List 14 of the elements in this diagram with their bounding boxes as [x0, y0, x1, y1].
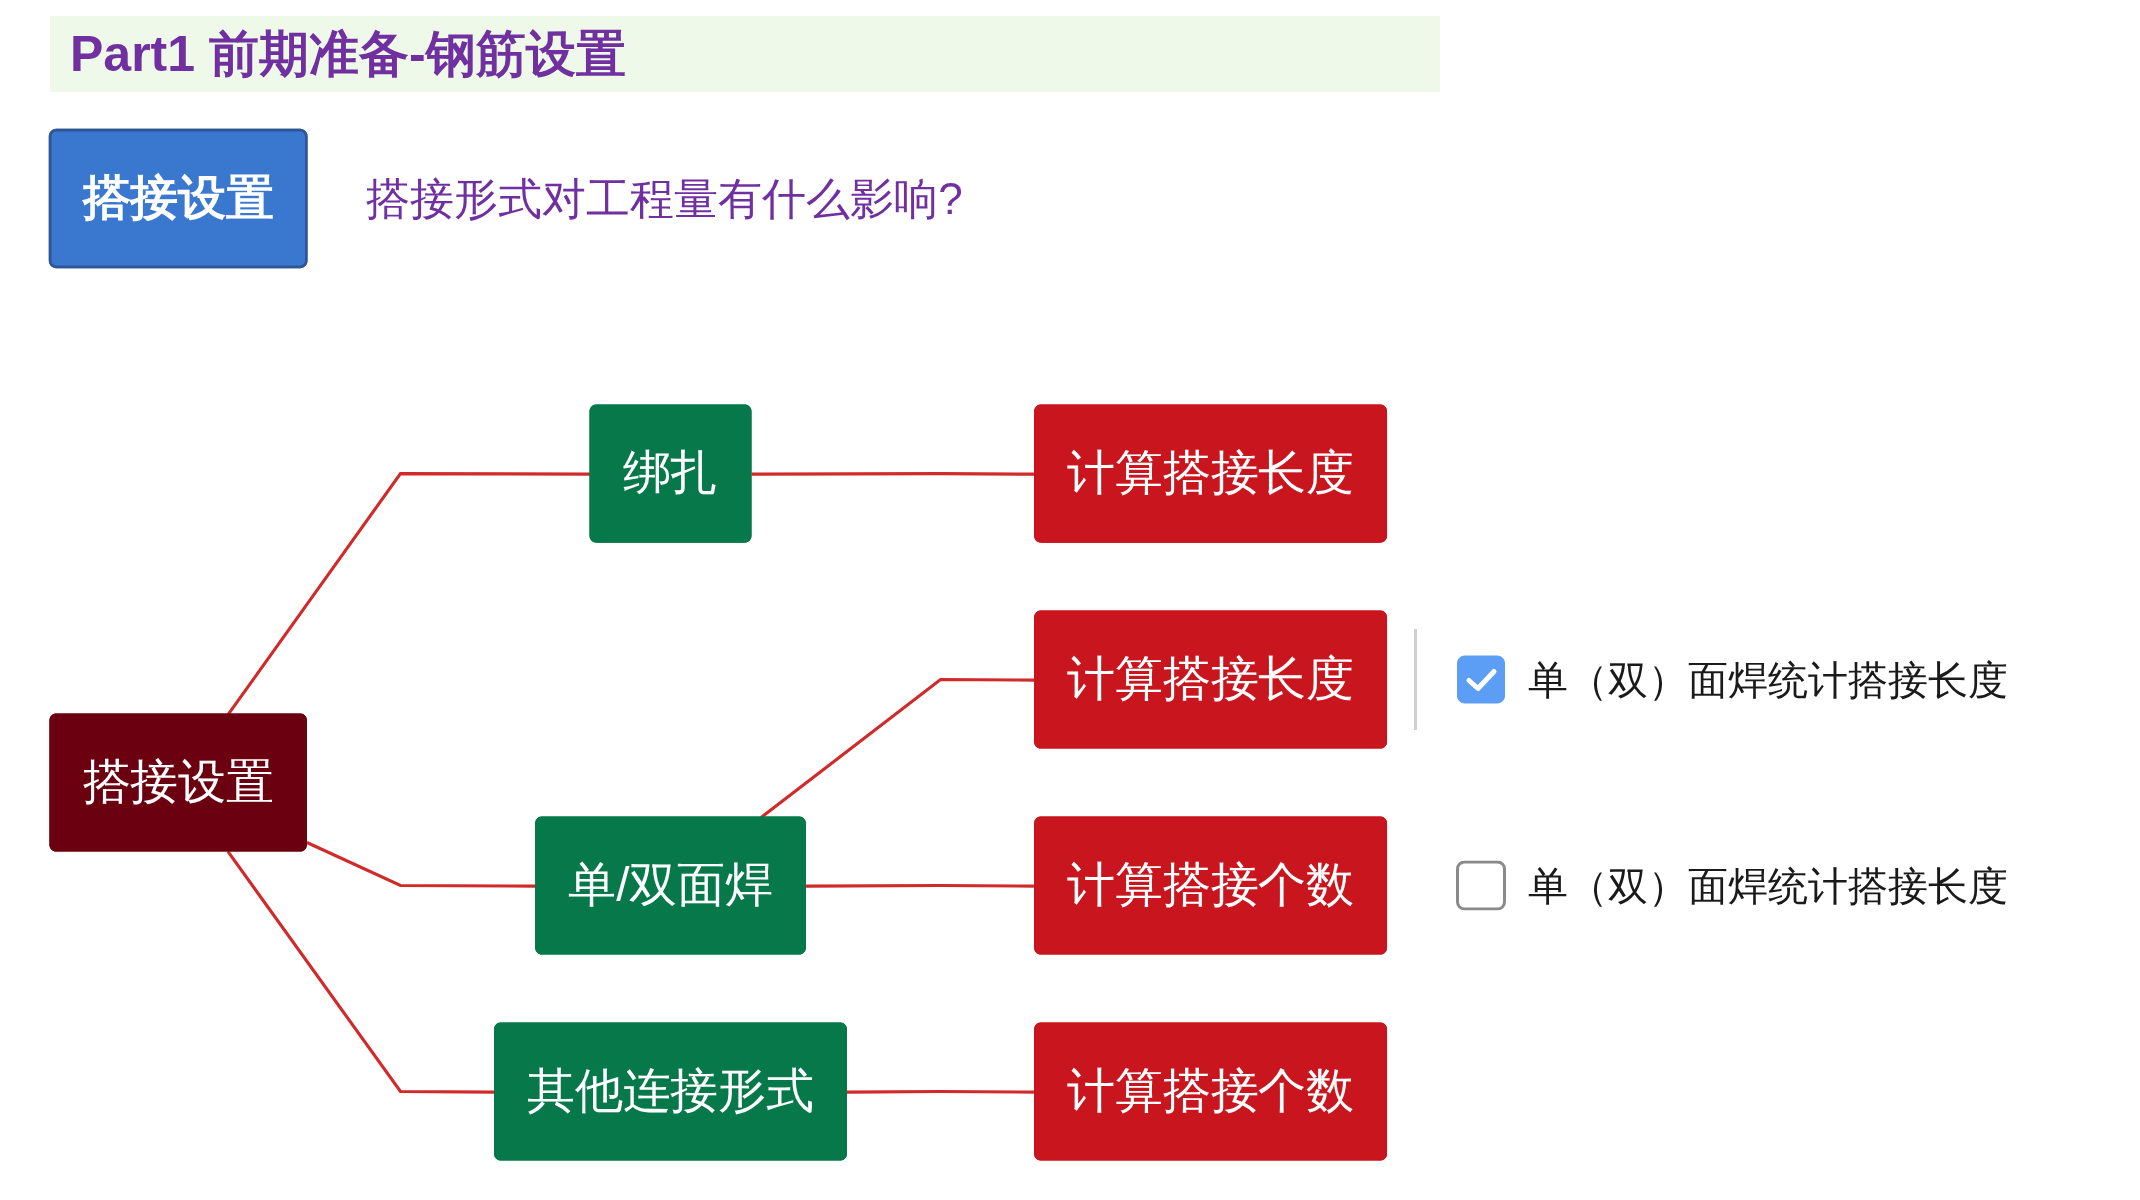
process-box: 计算搭接个数 [1034, 1022, 1388, 1161]
title-banner: Part1 前期准备-钢筋设置 [50, 16, 1440, 92]
connector-line [226, 472, 591, 716]
question-text: 搭接形式对工程量有什么影响? [366, 172, 963, 224]
process-box: 其他连接形式 [494, 1022, 847, 1161]
process-box: 计算搭接长度 [1034, 404, 1388, 543]
process-box: 单/双面焊 [535, 816, 806, 955]
process-box: 绑扎 [589, 404, 752, 543]
process-box: 计算搭接个数 [1034, 816, 1388, 955]
process-box: 搭接设置 [48, 128, 308, 269]
process-box: 计算搭接长度 [1034, 610, 1388, 749]
checkbox-label: 单（双）面焊统计搭接长度 [1528, 862, 2009, 909]
process-box: 搭接设置 [49, 713, 307, 852]
checkbox-label: 单（双）面焊统计搭接长度 [1528, 656, 2009, 704]
